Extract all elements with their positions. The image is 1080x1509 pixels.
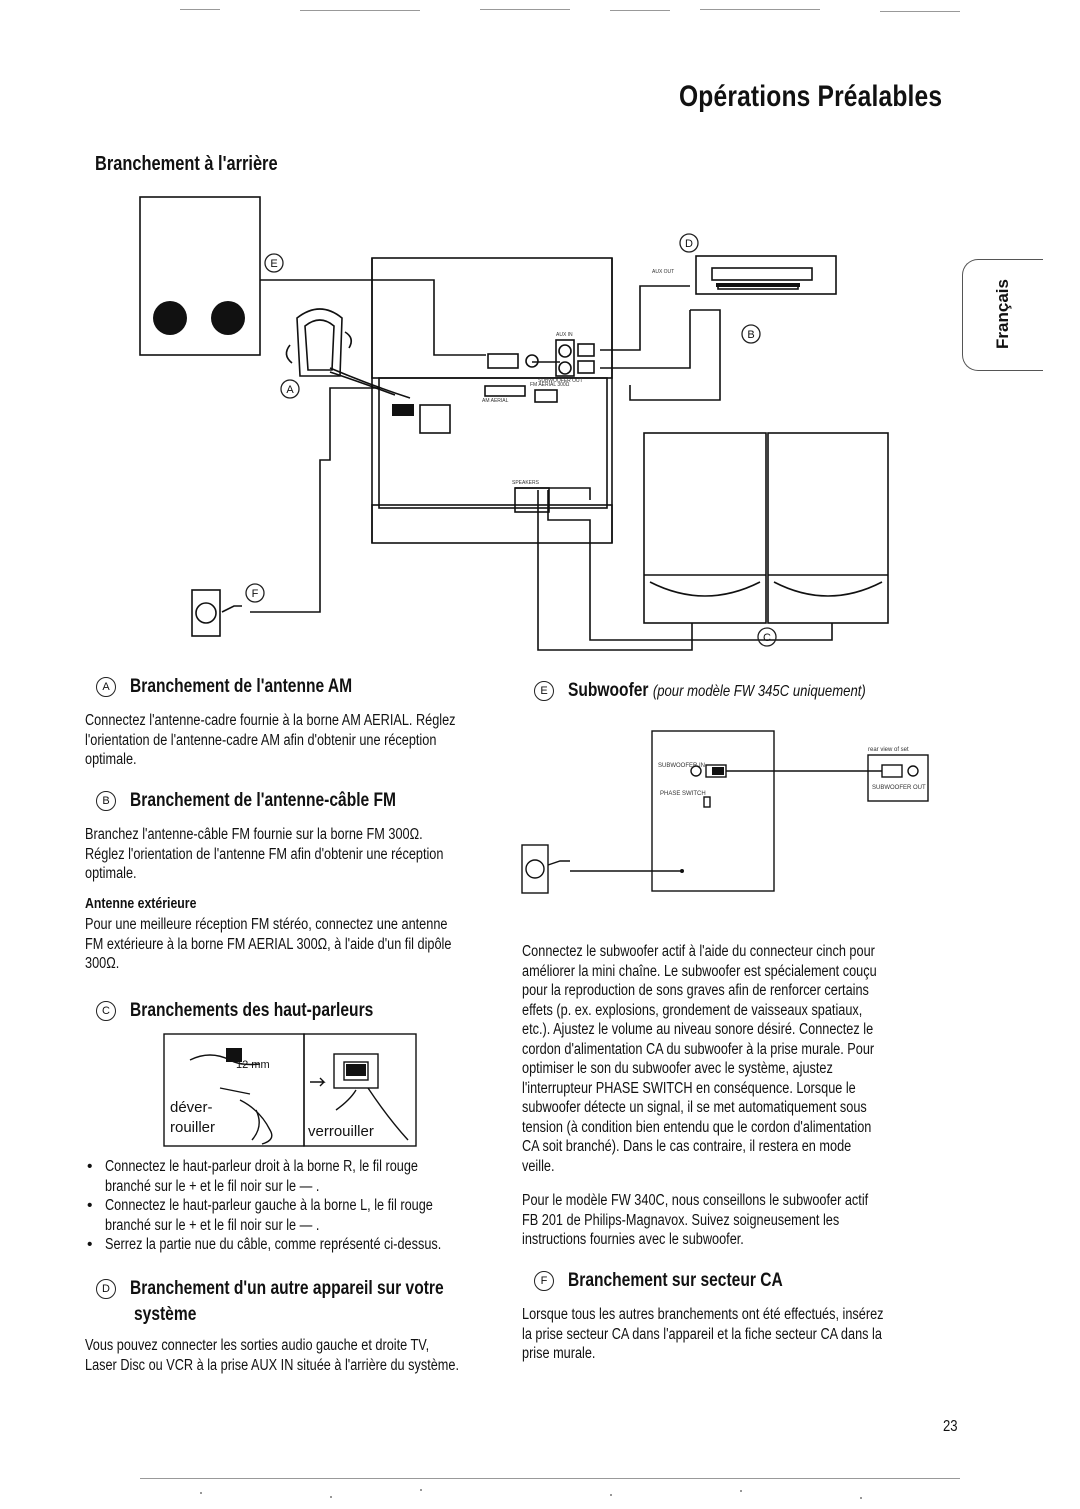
callout-c: C xyxy=(763,632,771,644)
label-am-aerial: AM AERIAL xyxy=(482,398,509,404)
section-f-text: Lorsque tous les autres branchements ont… xyxy=(522,1306,884,1362)
section-d-text: Vous pouvez connecter les sorties audio … xyxy=(85,1337,459,1374)
rear-connection-diagram: E A B C D F AUX OUT AUX IN SUBWOOFER OUT… xyxy=(139,196,889,651)
section-b-text: Branchez l'antenne-câble FM fournie sur … xyxy=(85,826,444,882)
label-subwoofer-out: SUBWOOFER OUT xyxy=(538,378,583,384)
outdoor-antenna-heading: Antenne extérieure xyxy=(85,895,197,912)
section-c-marker: C xyxy=(96,1001,116,1021)
section-e-recommendation: Pour le modèle FW 340C, nous conseillons… xyxy=(522,1192,869,1248)
label-speakers: SPEAKERS xyxy=(512,480,540,486)
diagram-heading: Branchement à l'arrière xyxy=(95,153,278,175)
list-item: Connectez le haut-parleur droit à la bor… xyxy=(85,1157,505,1196)
section-a-marker: A xyxy=(96,677,116,697)
list-item: Serrez la partie nue du câble, comme rep… xyxy=(85,1235,505,1255)
page-number: 23 xyxy=(943,1418,958,1435)
callout-b: B xyxy=(747,329,754,341)
outdoor-antenna-text: Pour une meilleure réception FM stéréo, … xyxy=(85,916,452,972)
strip-length-label: 12 mm xyxy=(236,1059,270,1071)
language-tab xyxy=(962,259,1043,371)
subwoofer-driver-left xyxy=(153,301,187,335)
callout-d: D xyxy=(685,238,693,250)
label-aux-in: AUX IN xyxy=(556,332,573,338)
right-speaker xyxy=(767,432,889,624)
speaker-wire-figure: 12 mm déver- rouiller verrouiller xyxy=(163,1033,417,1147)
unlock-label-1: déver- xyxy=(170,1099,213,1116)
subwoofer-box xyxy=(139,196,261,356)
section-a-text: Connectez l'antenne-cadre fournie à la b… xyxy=(85,712,456,768)
callout-a: A xyxy=(286,384,294,396)
label-subwoofer-out-fig: SUBWOOFER OUT xyxy=(872,785,926,791)
label-rear-view: rear view of set xyxy=(868,747,909,753)
label-phase-switch: PHASE SWITCH xyxy=(660,791,706,797)
page-title: Opérations Préalables xyxy=(679,80,943,113)
label-subwoofer-in: SUBWOOFER IN xyxy=(658,763,705,769)
section-f-marker: F xyxy=(534,1271,554,1291)
subwoofer-figure: SUBWOOFER IN PHASE SWITCH rear view of s… xyxy=(521,730,929,894)
callout-e: E xyxy=(270,258,277,270)
list-item: Connectez le haut-parleur gauche à la bo… xyxy=(85,1196,505,1235)
label-aux-out: AUX OUT xyxy=(652,269,674,275)
section-e-marker: E xyxy=(534,681,554,701)
section-d-marker: D xyxy=(96,1279,116,1299)
section-e-text: Connectez le subwoofer actif à l'aide du… xyxy=(522,943,877,1175)
label-fm-aerial: FM AERIAL 300Ω xyxy=(530,382,570,388)
subwoofer-driver-right xyxy=(211,301,245,335)
unlock-label-2: rouiller xyxy=(170,1119,215,1136)
callout-f: F xyxy=(252,588,259,600)
left-speaker xyxy=(643,432,767,624)
lock-label: verrouiller xyxy=(308,1123,374,1140)
section-b-marker: B xyxy=(96,791,116,811)
speaker-instructions: Connectez le haut-parleur droit à la bor… xyxy=(85,1157,505,1255)
